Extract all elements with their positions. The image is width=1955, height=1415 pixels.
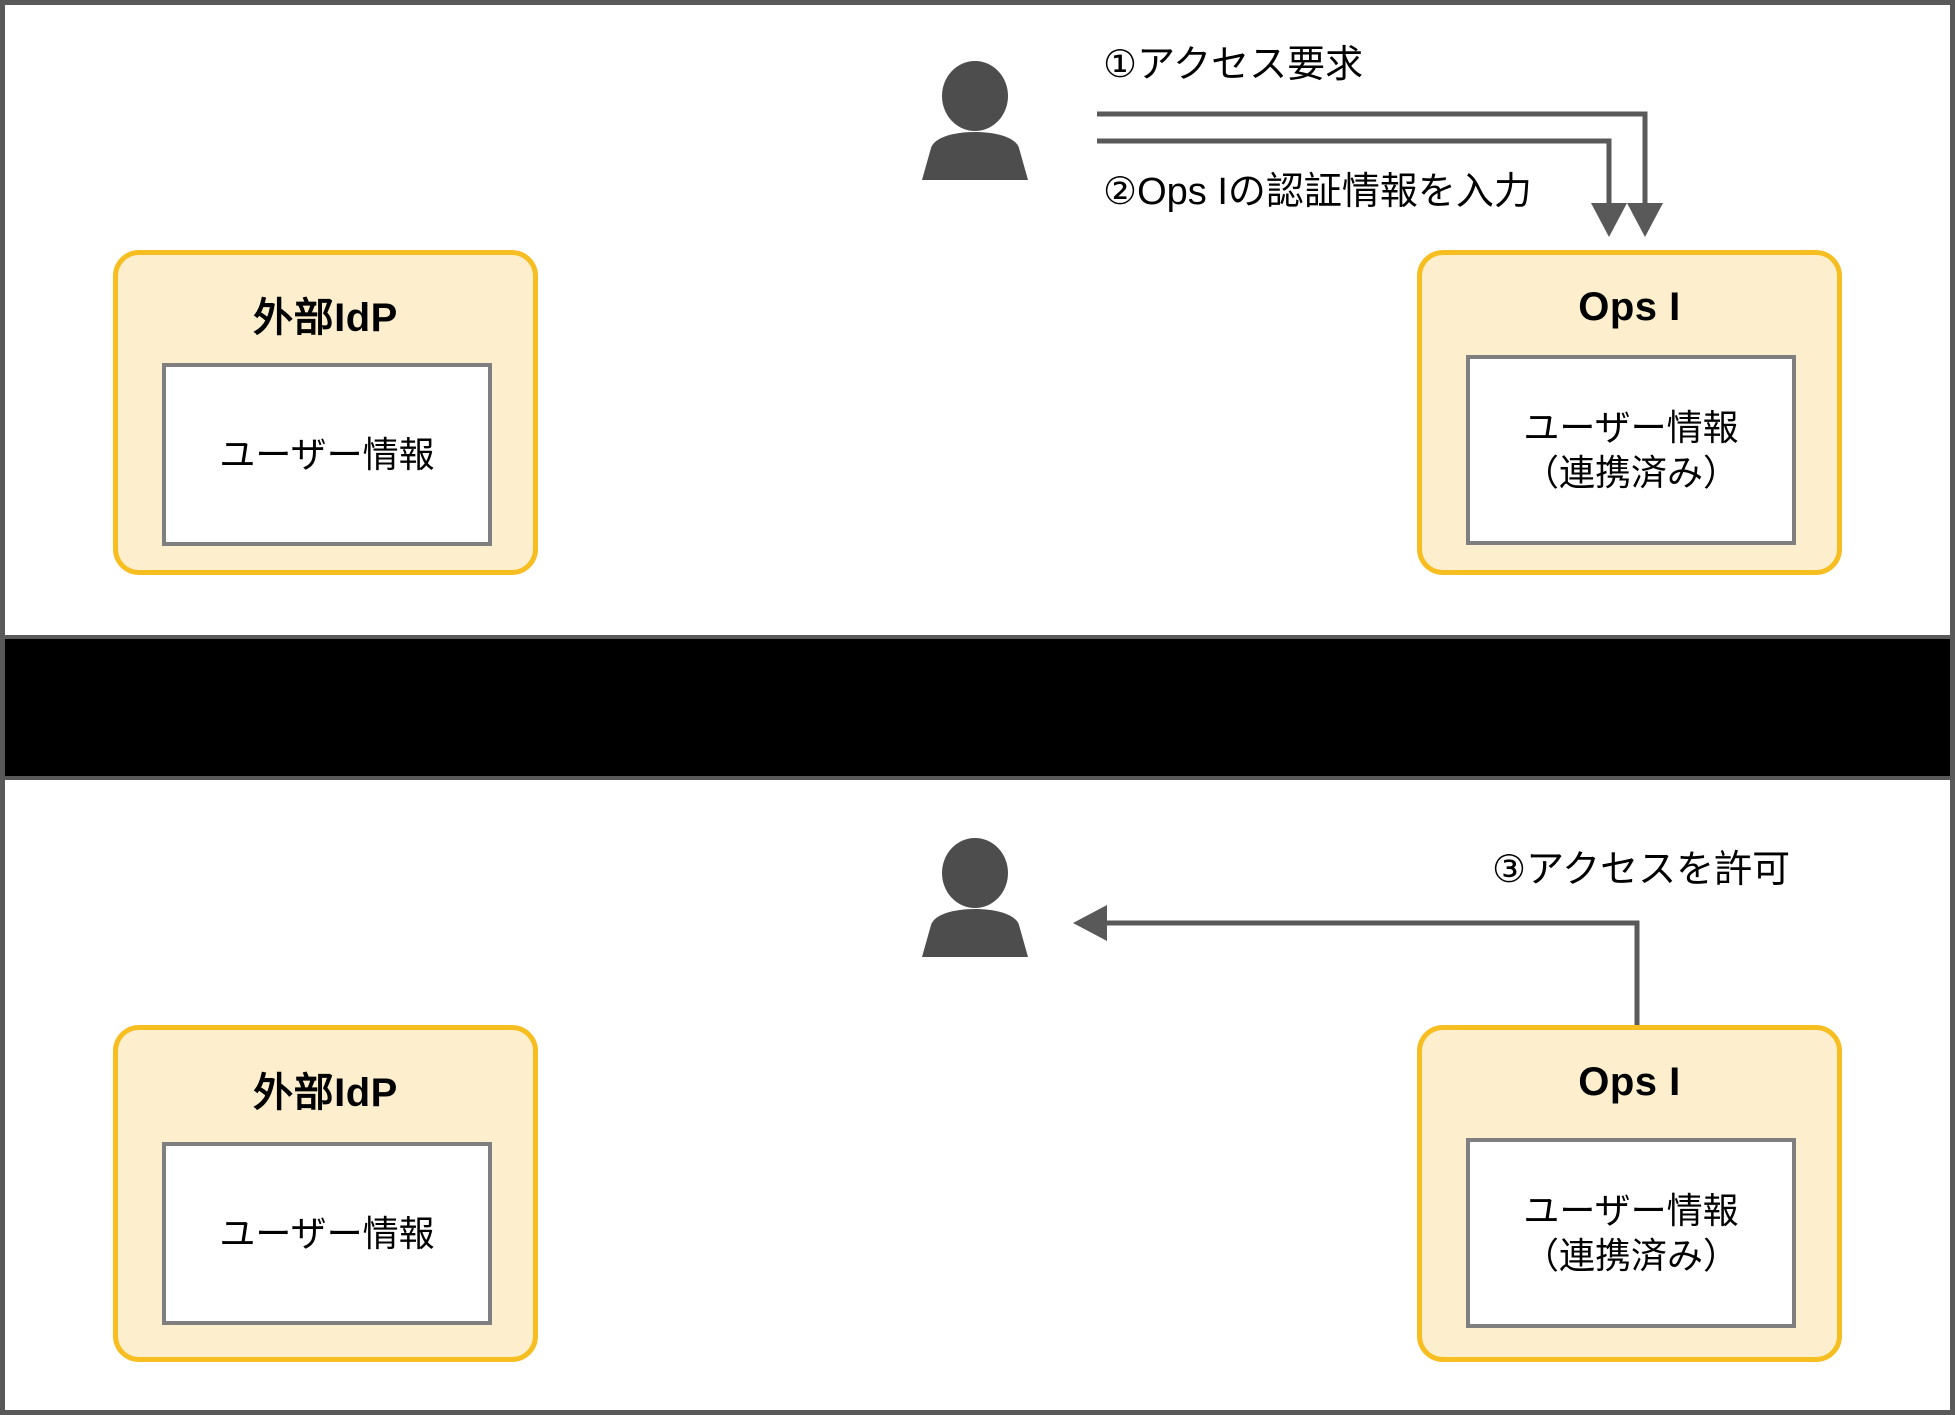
card-title-external-idp: 外部IdP — [253, 296, 398, 340]
flow-label-step-1: ①アクセス要求 — [1103, 44, 1364, 86]
inner-box-line: ユーザー情報 — [219, 434, 435, 475]
card-title-ops-i: Ops I — [1578, 285, 1681, 329]
card-title-external-idp: 外部IdP — [253, 1071, 398, 1115]
card-ops-i-bottom[interactable]: Ops I ユーザー情報 （連携済み） — [1417, 1025, 1842, 1362]
person-icon — [922, 61, 1028, 180]
inner-box-line: （連携済み） — [1522, 1235, 1739, 1276]
top-scenario-panel: ①アクセス要求 ②Ops Iの認証情報を入力 外部IdP ユーザー情報 Ops … — [5, 5, 1950, 635]
inner-box-user-info: ユーザー情報 — [162, 1142, 492, 1325]
card-external-idp-top[interactable]: 外部IdP ユーザー情報 — [113, 250, 538, 575]
flow-label-step-3: ③アクセスを許可 — [1492, 849, 1791, 891]
inner-box-user-info-linked: ユーザー情報 （連携済み） — [1466, 355, 1796, 545]
divider-band — [5, 635, 1950, 1397]
inner-box-line: ユーザー情報 — [1523, 407, 1739, 448]
inner-box-user-info: ユーザー情報 — [162, 363, 492, 546]
inner-box-line: （連携済み） — [1522, 452, 1739, 493]
card-title-ops-i: Ops I — [1578, 1060, 1681, 1104]
flow-label-step-2: ②Ops Iの認証情報を入力 — [1103, 171, 1532, 213]
inner-box-line: ユーザー情報 — [219, 1213, 435, 1254]
person-icon — [922, 838, 1028, 957]
card-external-idp-bottom[interactable]: 外部IdP ユーザー情報 — [113, 1025, 538, 1362]
inner-box-line: ユーザー情報 — [1523, 1190, 1739, 1231]
inner-box-user-info-linked: ユーザー情報 （連携済み） — [1466, 1138, 1796, 1328]
card-ops-i-top[interactable]: Ops I ユーザー情報 （連携済み） — [1417, 250, 1842, 575]
